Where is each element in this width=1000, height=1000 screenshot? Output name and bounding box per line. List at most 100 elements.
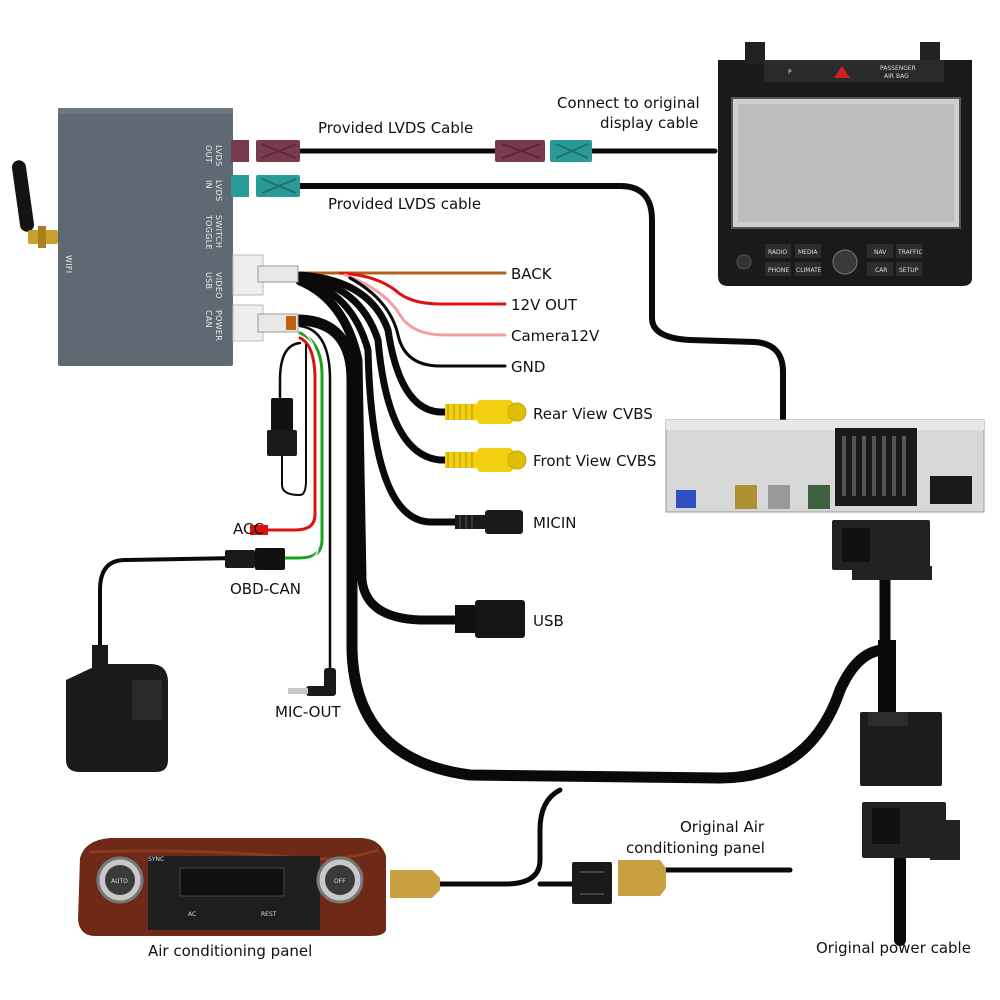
label-original-air-1: Original Air	[680, 818, 765, 836]
fakra-green	[808, 485, 830, 509]
ac-connector-left	[390, 870, 440, 898]
quadlock-plug-upper	[832, 520, 932, 580]
module-body	[58, 108, 233, 366]
head-unit-buttons	[765, 244, 922, 276]
usb-cable	[295, 276, 465, 625]
label-connect-original-2: display cable	[600, 114, 698, 132]
port-label-usb: USB	[204, 272, 213, 289]
fakra-grey-1	[768, 485, 790, 509]
12v-out-wire	[338, 271, 507, 306]
usb-video-plug	[257, 265, 299, 283]
gnd-wire	[348, 276, 507, 368]
button-nav: NAV	[874, 249, 887, 256]
label-original-air-2: conditioning panel	[626, 839, 765, 857]
unit-back-panel	[665, 419, 985, 513]
label-air-panel: Air conditioning panel	[148, 942, 312, 960]
port-label-video: VIDEO	[214, 272, 223, 299]
climate-off-label: OFF	[334, 878, 346, 885]
quadlock-pins	[842, 436, 906, 496]
label-micin: MICIN	[533, 514, 576, 532]
rear-view-cable	[296, 271, 459, 416]
usb-socket	[455, 600, 525, 638]
interface-module: WIFI OUT LVDS IN LVDS TOGGLE SWITCH USB …	[11, 108, 264, 366]
head-unit-tab-left	[745, 42, 765, 64]
micin-jack	[455, 510, 523, 534]
module-top-edge	[58, 108, 233, 114]
port-label-out: OUT	[204, 145, 213, 163]
port-label-toggle: TOGGLE	[204, 214, 213, 250]
button-radio: RADIO	[768, 249, 787, 256]
auto-knob-center	[105, 865, 135, 895]
port-label-in: IN	[204, 180, 213, 189]
label-mic-out: MIC-OUT	[275, 703, 341, 721]
label-connect-original-1: Connect to original	[557, 94, 700, 112]
fuse-holder	[267, 398, 297, 456]
out-lvds-socket	[231, 140, 249, 162]
acc-terminal	[250, 525, 268, 535]
unit-back-shade	[666, 420, 984, 430]
antenna-nut	[38, 226, 46, 248]
head-unit: P PASSENGER AIR BAG RADIO MEDIA NAV TRAF…	[718, 42, 972, 286]
volume-knob-icon	[736, 254, 752, 270]
climate-sync-label: SYNC	[148, 856, 164, 863]
can-power-socket	[232, 304, 264, 342]
button-car: CAR	[875, 267, 887, 274]
quadlock-plug-lower	[862, 802, 960, 860]
lvds-in-plug	[256, 175, 300, 197]
lvds-coupler-teal	[550, 140, 592, 162]
label-gnd: GND	[511, 358, 545, 376]
wifi-label: WIFI	[64, 255, 73, 273]
lvds-in-cable	[297, 183, 786, 433]
harness-y-split	[878, 640, 896, 720]
label-camera-12v: Camera12V	[511, 327, 600, 345]
passenger-label: PASSENGER	[880, 65, 916, 72]
label-usb: USB	[533, 612, 564, 630]
label-front-view: Front View CVBS	[533, 452, 656, 470]
white-wire	[299, 329, 319, 561]
front-view-rca	[445, 448, 527, 472]
ac-coupler	[572, 862, 612, 904]
climate-ac-label: AC	[188, 911, 196, 918]
port-label-can: CAN	[204, 310, 213, 328]
cables	[98, 148, 906, 946]
labels: Provided LVDS Cable Provided LVDS cable …	[148, 94, 971, 960]
acc-wire	[263, 336, 317, 532]
hazard-icon	[834, 66, 850, 78]
head-unit-tab-right	[920, 42, 940, 64]
button-setup: SETUP	[899, 267, 919, 274]
lvds-out-plug	[256, 140, 300, 162]
climate-harness	[432, 787, 563, 887]
label-obd-can: OBD-CAN	[230, 580, 301, 598]
climate-auto-label: AUTO	[111, 878, 128, 885]
climate-display	[179, 867, 285, 897]
port-label-out-lvds: LVDS	[214, 145, 223, 167]
fakra-blue	[676, 490, 696, 508]
port-label-power: POWER	[214, 310, 223, 341]
off-knob-center	[325, 865, 355, 895]
can-wire-bands	[286, 316, 296, 330]
mic-out-wire	[298, 324, 332, 672]
rear-view-rca	[445, 400, 527, 424]
button-traffic: TRAFFIC	[897, 249, 923, 256]
micin-cable	[296, 275, 462, 526]
aux-socket	[930, 476, 972, 504]
front-view-cable	[296, 273, 459, 464]
port-label-switch: SWITCH	[214, 215, 223, 248]
black-loop-wire	[278, 341, 302, 402]
climate-panel: SYNC AUTO OFF AC REST	[78, 838, 386, 936]
wood-grain	[89, 848, 379, 861]
obd-can-connector	[225, 548, 285, 570]
head-unit-top-strip	[764, 60, 944, 82]
label-provided-lvds-bottom: Provided LVDS cable	[328, 195, 481, 213]
tune-knob-icon	[832, 249, 858, 275]
in-lvds-socket	[231, 175, 249, 197]
fakra-yellow	[735, 485, 757, 509]
climate-rest-label: REST	[261, 911, 277, 918]
obd-cable	[98, 556, 240, 662]
button-media: MEDIA	[798, 249, 818, 256]
camera-12v-wire	[343, 273, 507, 337]
label-back: BACK	[511, 265, 553, 283]
label-rear-view: Rear View CVBS	[533, 405, 653, 423]
label-original-power: Original power cable	[816, 939, 971, 957]
